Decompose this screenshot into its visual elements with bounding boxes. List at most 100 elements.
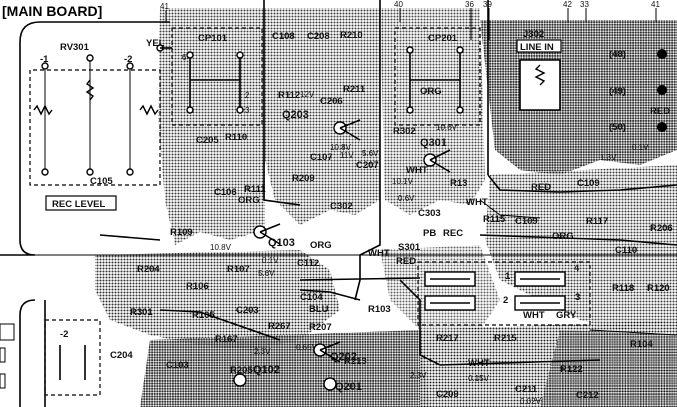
r106-label: R301: [130, 307, 153, 318]
c303-label: C303: [418, 208, 441, 219]
r205-label: R213: [344, 356, 367, 367]
c209-label: C209: [436, 389, 459, 400]
r109-label: R109: [170, 227, 193, 238]
q201-label: Q201: [335, 381, 362, 393]
pb-label: PB: [423, 228, 436, 239]
transistor-symbols: [233, 119, 451, 391]
cp201-block: CP201: [394, 27, 481, 126]
c107-label: C107: [310, 152, 333, 163]
r213-label: R217: [436, 333, 459, 344]
v-10-6v: 10.6V: [436, 123, 458, 132]
r112-label: R112: [278, 90, 300, 101]
r117-label: R206: [650, 223, 673, 234]
c206-label: C206: [320, 96, 343, 107]
r215-label: R122: [560, 364, 583, 375]
v-10-1v: 10.1V: [392, 177, 414, 186]
j302-label: J302: [523, 29, 544, 40]
c110-label: C109: [577, 178, 600, 189]
pin-48: (48): [609, 49, 626, 60]
c105-label: C105: [90, 176, 113, 187]
minus-two-lower: -2: [60, 329, 68, 340]
board-title: [MAIN BOARD]: [2, 3, 102, 19]
r118-label: R120: [647, 283, 670, 294]
q301-label: Q301: [420, 137, 447, 149]
c302-label: C302: [330, 201, 353, 212]
r120-label: R104: [630, 339, 653, 350]
v-0-02v: 0.02V: [520, 397, 542, 406]
connector-40: 40: [394, 0, 403, 9]
org-label-b: ORG: [310, 240, 332, 251]
q102-label: Q102: [253, 364, 280, 376]
wht-label-a: WHT: [406, 165, 428, 176]
r110-label: R110: [225, 132, 247, 143]
connector-33: 33: [580, 0, 589, 9]
yel-label: YEL: [146, 38, 165, 49]
r210-label: R210: [340, 30, 363, 41]
v-0-15v-a: 1.3V: [600, 153, 617, 162]
connector-41-left: 41: [160, 2, 169, 11]
c103-label: C204: [110, 350, 133, 361]
c211-label: C211: [515, 384, 538, 395]
r204-label: R107: [227, 264, 250, 275]
r105-label: R167: [215, 334, 238, 345]
c108-label: C108: [272, 31, 295, 42]
org-label-d: ORG: [420, 86, 442, 97]
connector-36: 36: [465, 0, 474, 9]
pin-49: (49): [609, 86, 626, 97]
r206-label: R204: [137, 264, 160, 275]
red-wire-label: RED: [531, 182, 551, 193]
rec-level-section: RV301 YEL -1 -2 REC LEVEL: [29, 38, 165, 211]
top-connectors: 41 40 36 39 42 33 41: [160, 0, 660, 215]
switch-pin-3: 3: [575, 292, 580, 303]
r103-label: R205: [230, 365, 253, 376]
r107-label: R106: [186, 281, 209, 292]
bottom-left-block: -2: [0, 319, 101, 396]
s301-label: S301: [398, 242, 421, 253]
wht-label-c: WHT: [368, 248, 390, 259]
switch-pin-2: 2: [503, 295, 508, 306]
connector-41-right: 41: [651, 0, 660, 9]
traces: [99, 47, 677, 366]
c208-label: C208: [307, 31, 330, 42]
component-labels: C108 C208 R210 R211 R112 12V C206 C205 R…: [0, 30, 673, 406]
v-0-65v: 2.3V: [254, 347, 271, 356]
r111-label: R111: [244, 184, 266, 195]
wht-label-b: WHT: [466, 197, 488, 208]
r209-label: R209: [292, 173, 315, 184]
line-in-label: LINE IN: [520, 42, 554, 53]
cp101-block: CP101 6 2 3: [171, 27, 263, 126]
r115-label: R117: [586, 216, 608, 227]
v-12v: 12V: [300, 90, 315, 99]
r302-label: R13: [450, 178, 467, 189]
cp101-label: CP101: [198, 33, 228, 44]
red-side-label: RED: [650, 106, 670, 117]
r301-label: R105: [192, 310, 215, 321]
c102-label: C103: [166, 360, 189, 371]
v-0-6v: 0.6V: [398, 194, 415, 203]
connector-42: 42: [563, 0, 572, 9]
org-label-c: ORG: [552, 231, 574, 242]
r167-label: R267: [268, 321, 291, 332]
pin-connector: (48) (49) (50) RED: [609, 49, 670, 133]
cp101-pin-6: 6: [182, 53, 187, 62]
c212-label: C212: [576, 390, 599, 401]
v-1-3v: 0.1V: [632, 143, 649, 152]
gry-label: GRY: [556, 310, 577, 321]
q203-label: Q203: [282, 109, 309, 121]
v-10-8v-b: 10.8V: [210, 243, 232, 252]
v-10-8v-a: 10.8V: [330, 143, 352, 152]
v-0-15v-b: 0.15V: [468, 374, 490, 383]
r13-label: R115: [483, 214, 506, 225]
switch-pin-4: 4: [574, 263, 580, 274]
minus-two-label: -2: [124, 54, 132, 65]
v-4-8v: 0.65V: [296, 343, 318, 352]
pin-50: (50): [609, 122, 626, 133]
r122-label: R118: [612, 283, 634, 294]
copper-shading: [95, 8, 677, 407]
cp201-label: CP201: [428, 33, 458, 44]
r207-label: R103: [368, 304, 391, 315]
r212-label: R302: [393, 126, 416, 137]
r267-label: R207: [309, 322, 332, 333]
c109-label: C109: [515, 216, 538, 227]
rec-level-label: REC LEVEL: [52, 199, 106, 210]
